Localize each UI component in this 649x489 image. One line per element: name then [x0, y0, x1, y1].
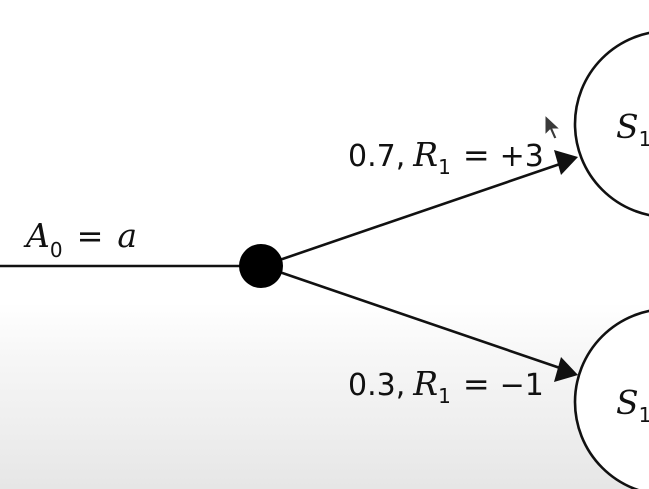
svg-text:A0=a: A0 = a — [23, 216, 137, 262]
lower-state-subscript: 1 — [639, 403, 649, 427]
lower-equals: = — [463, 365, 490, 403]
action-equals: = — [77, 217, 104, 255]
upper-branch-edge — [261, 162, 561, 268]
lower-state-node — [573, 309, 649, 489]
lower-state-label: S1 — [616, 383, 649, 427]
action-label: A0 = a — [23, 216, 137, 262]
lower-branch-edge — [261, 264, 561, 370]
chance-node — [239, 244, 283, 288]
lower-reward-subscript: 1 — [438, 384, 451, 408]
upper-state-label: S1 — [616, 107, 649, 151]
upper-state-subscript: 1 — [639, 127, 649, 151]
lower-reward-symbol: R — [412, 364, 438, 403]
svg-text:S1: S1 — [616, 383, 649, 427]
upper-probability: 0.7, — [348, 139, 405, 174]
svg-text:0.7,R1=+3: 0.7,R1 = +3 — [348, 135, 544, 179]
mouse-cursor-icon — [544, 113, 562, 140]
upper-equals: = — [463, 136, 490, 174]
upper-arrowhead — [554, 150, 578, 175]
upper-branch-label: 0.7,R1 = +3 — [348, 135, 544, 179]
upper-reward-subscript: 1 — [438, 155, 451, 179]
lower-arrowhead — [554, 357, 578, 382]
lower-reward-value: −1 — [500, 368, 544, 403]
lower-probability: 0.3, — [348, 368, 405, 403]
upper-reward-value: +3 — [500, 139, 544, 174]
upper-state-symbol: S — [616, 107, 639, 146]
upper-reward-symbol: R — [412, 135, 438, 174]
action-value: a — [117, 216, 137, 255]
action-symbol: A — [23, 216, 50, 255]
action-subscript: 0 — [50, 238, 63, 262]
svg-text:S1: S1 — [616, 107, 649, 151]
lower-state-symbol: S — [616, 383, 639, 422]
lower-branch-label: 0.3,R1 = −1 — [348, 364, 544, 408]
upper-state-node — [573, 31, 649, 217]
svg-text:0.3,R1=−1: 0.3,R1 = −1 — [348, 364, 544, 408]
